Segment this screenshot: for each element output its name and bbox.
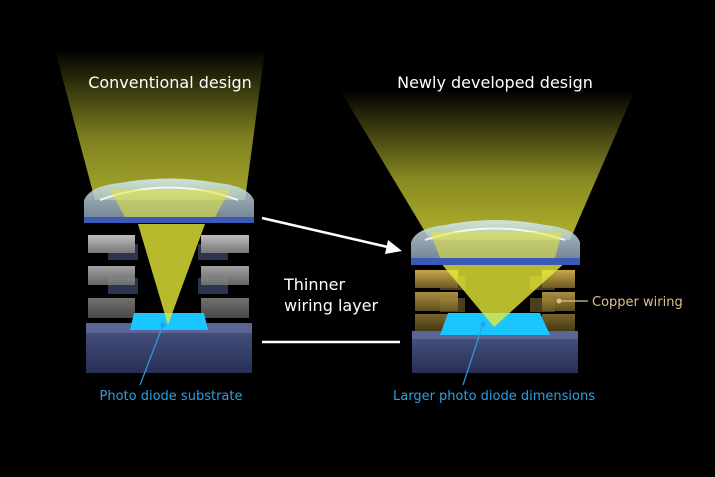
title-conventional: Conventional design [88, 73, 252, 92]
incoming-light-beam [340, 90, 635, 240]
label-photo-diode-substrate: Photo diode substrate [100, 389, 243, 404]
new-sensor [340, 90, 635, 373]
incoming-light-beam [55, 50, 265, 200]
grey-wiring-layer [88, 235, 249, 318]
diode-leader-left [139, 324, 164, 386]
color-filter [84, 217, 254, 223]
substrate [412, 333, 578, 373]
comparison-arrow [261, 216, 402, 254]
focused-light-cone [440, 262, 566, 327]
label-larger-diode: Larger photo diode dimensions [393, 389, 595, 404]
thinner-label-line2: wiring layer [284, 296, 379, 315]
title-new: Newly developed design [397, 73, 593, 92]
diode-leader-right [462, 323, 484, 386]
focused-light-cone [138, 224, 205, 325]
color-filter [411, 258, 580, 265]
copper-wiring-layer [415, 270, 575, 332]
thinner-label-line1: Thinner [283, 275, 345, 294]
conventional-sensor [55, 50, 265, 373]
label-copper-wiring: Copper wiring [592, 295, 683, 310]
